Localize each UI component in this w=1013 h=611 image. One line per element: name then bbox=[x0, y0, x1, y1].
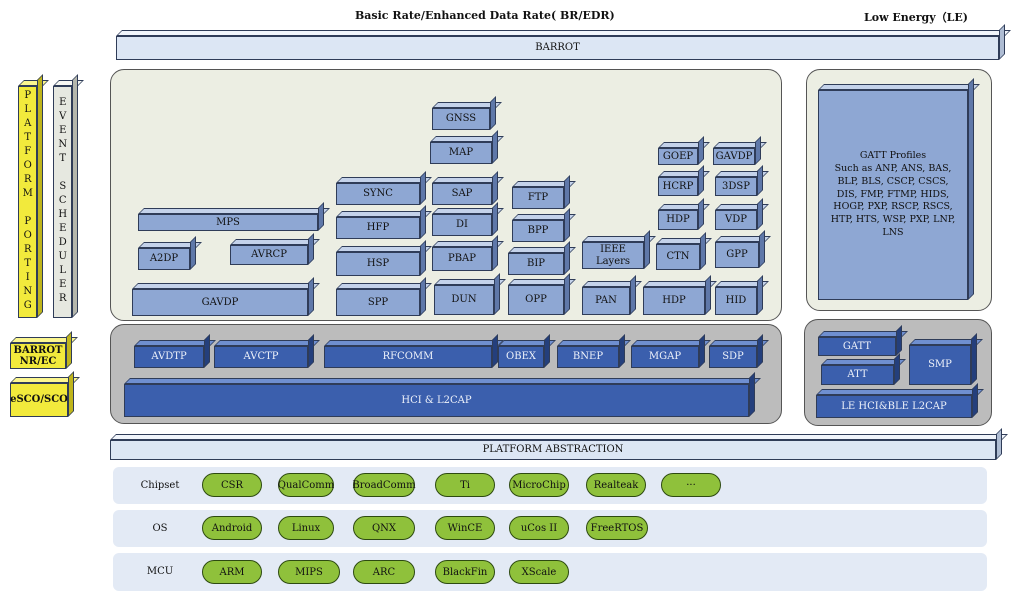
le-att: ATT bbox=[821, 365, 894, 385]
os-item: uCos II bbox=[509, 516, 569, 540]
gatt-profiles-title: GATT Profiles bbox=[859, 150, 927, 162]
profile-pan: PAN bbox=[582, 287, 630, 315]
chipset-item: QualComm bbox=[278, 473, 334, 497]
profile-gavdp-right: GAVDP bbox=[713, 148, 755, 165]
profile-hid: HID bbox=[715, 287, 757, 315]
core-avctp: AVCTP bbox=[214, 346, 308, 368]
core-hci-l2cap: HCI & L2CAP bbox=[124, 384, 749, 417]
profile-gpp: GPP bbox=[715, 242, 759, 268]
chipset-item: ··· bbox=[661, 473, 721, 497]
le-header: Low Energy（LE) bbox=[864, 11, 968, 24]
chipset-item: CSR bbox=[202, 473, 262, 497]
profile-sync: SYNC bbox=[336, 183, 420, 205]
le-gatt: GATT bbox=[818, 337, 896, 356]
os-item: FreeRTOS bbox=[586, 516, 648, 540]
core-mgap: MGAP bbox=[631, 346, 699, 368]
le-smp: SMP bbox=[909, 345, 971, 385]
platform-porting-column: PLATFORM PORTING bbox=[18, 86, 37, 318]
chipset-item: BroadComm bbox=[352, 473, 416, 497]
core-obex: OBEX bbox=[498, 346, 544, 368]
chipset-item: Ti bbox=[435, 473, 495, 497]
profile-gnss: GNSS bbox=[432, 108, 490, 130]
profile-hcrp: HCRP bbox=[658, 177, 698, 196]
profile-hdp: HDP bbox=[643, 287, 705, 315]
chipset-item: Realteak bbox=[586, 473, 646, 497]
event-scheduler-label: EVENT SCHEDULER bbox=[57, 97, 69, 307]
core-avdtp: AVDTP bbox=[134, 346, 204, 368]
chipset-item: MicroChip bbox=[509, 473, 569, 497]
mcu-label: MCU bbox=[146, 566, 174, 577]
profile-spp: SPP bbox=[336, 289, 420, 316]
profile-hsp: HSP bbox=[336, 252, 420, 276]
profile-sap: SAP bbox=[432, 183, 492, 205]
mcu-item: BlackFin bbox=[435, 560, 495, 584]
profile-opp: OPP bbox=[508, 285, 564, 315]
profile-goep: GOEP bbox=[658, 148, 698, 165]
event-scheduler-column: EVENT SCHEDULER bbox=[53, 86, 72, 318]
mcu-item: ARC bbox=[353, 560, 415, 584]
profile-ftp: FTP bbox=[512, 187, 564, 209]
profile-bpp: BPP bbox=[512, 220, 564, 242]
mcu-item: MIPS bbox=[278, 560, 340, 584]
platform-abstraction-bar: PLATFORM ABSTRACTION bbox=[110, 440, 996, 460]
profile-map: MAP bbox=[430, 142, 492, 164]
profile-gavdp: GAVDP bbox=[132, 289, 308, 316]
profile-ieee-layers: IEEE Layers bbox=[582, 242, 644, 269]
le-hci-ble-l2cap: LE HCI&BLE L2CAP bbox=[816, 395, 972, 418]
esco-sco-box: eSCO/SCO bbox=[10, 383, 68, 417]
profile-dun: DUN bbox=[434, 285, 494, 315]
mcu-item: ARM bbox=[202, 560, 262, 584]
os-item: Linux bbox=[278, 516, 334, 540]
chipset-label: Chipset bbox=[140, 480, 180, 491]
profile-mps: MPS bbox=[138, 214, 318, 231]
nrec-box: BARROT NR/EC bbox=[10, 343, 66, 369]
mcu-item: XScale bbox=[509, 560, 569, 584]
os-item: QNX bbox=[353, 516, 415, 540]
profile-di: DI bbox=[432, 214, 492, 236]
br-edr-header: Basic Rate/Enhanced Data Rate( BR/EDR) bbox=[355, 9, 615, 22]
core-bnep: BNEP bbox=[557, 346, 619, 368]
profile-3dsp: 3DSP bbox=[715, 177, 757, 196]
gatt-profiles-box: GATT Profiles Such as ANP, ANS, BAS, BLP… bbox=[818, 90, 968, 300]
core-sdp: SDP bbox=[709, 346, 757, 368]
profile-bip: BIP bbox=[508, 253, 564, 275]
os-item: WinCE bbox=[435, 516, 495, 540]
profile-hdp-top: HDP bbox=[658, 210, 698, 230]
profile-pbap: PBAP bbox=[432, 247, 492, 271]
profile-hfp: HFP bbox=[336, 217, 420, 239]
profile-avrcp: AVRCP bbox=[230, 245, 308, 265]
profile-vdp: VDP bbox=[715, 210, 757, 230]
platform-porting-label: PLATFORM PORTING bbox=[22, 90, 34, 314]
os-label: OS bbox=[152, 523, 168, 534]
profile-a2dp: A2DP bbox=[138, 248, 190, 270]
barrot-bar: BARROT bbox=[116, 36, 999, 60]
os-item: Android bbox=[202, 516, 262, 540]
profile-ctn: CTN bbox=[656, 244, 700, 270]
core-rfcomm: RFCOMM bbox=[324, 346, 492, 368]
gatt-profiles-list: Such as ANP, ANS, BAS, BLP, BLS, CSCP, C… bbox=[830, 162, 956, 239]
